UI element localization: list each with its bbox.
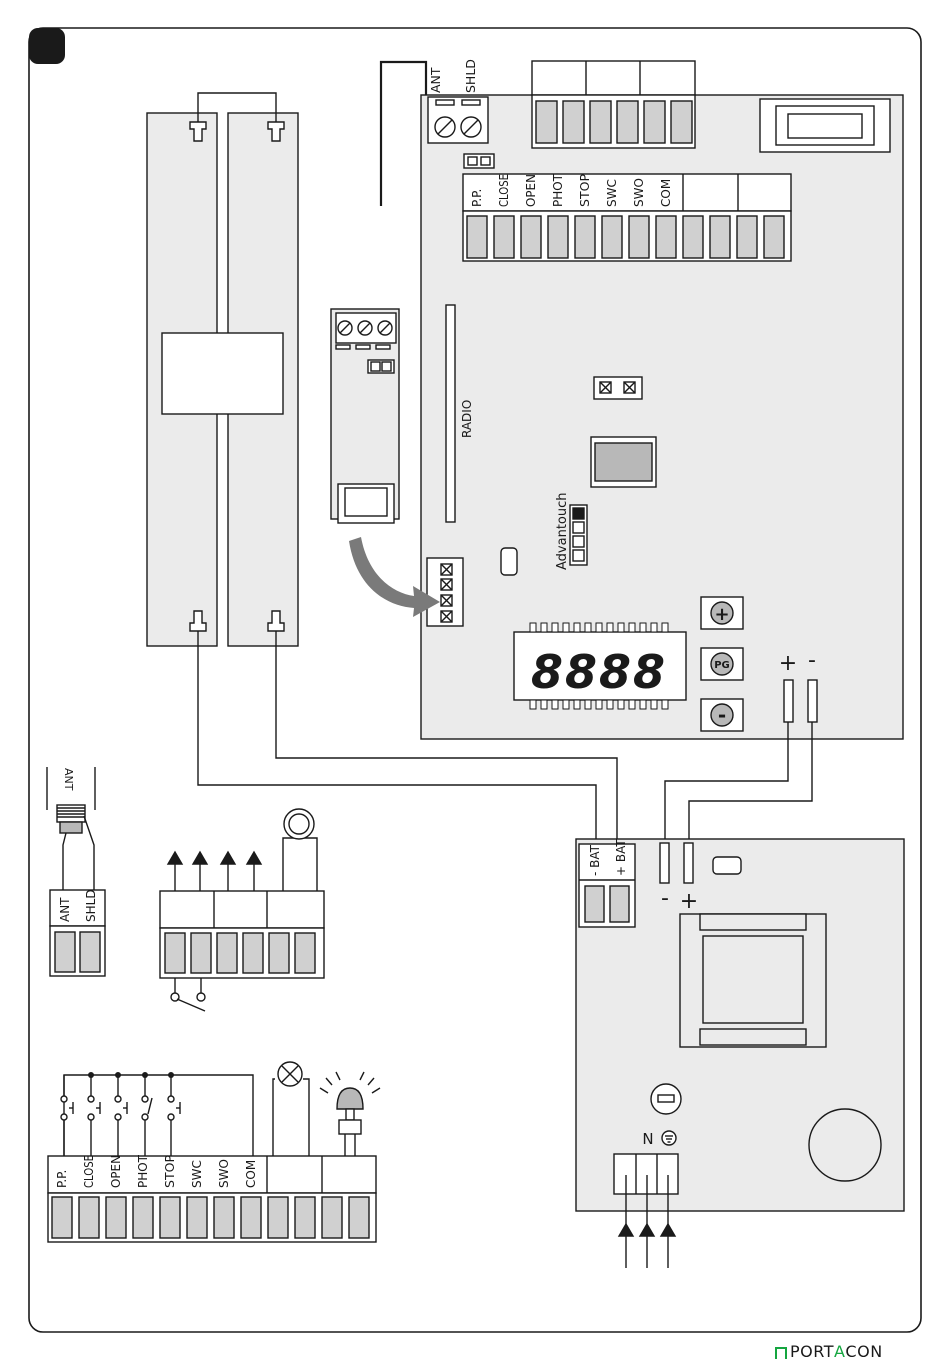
board-led bbox=[501, 548, 517, 575]
step-badge bbox=[29, 28, 65, 64]
label-board-polarity-minus: - bbox=[808, 648, 816, 673]
label-detail-in-2: OPEN bbox=[109, 1155, 123, 1188]
battery-charger-board bbox=[576, 839, 904, 1211]
label-board-in-7: COM bbox=[659, 179, 673, 207]
charger-led bbox=[713, 857, 741, 874]
label-board-polarity-plus: + bbox=[779, 651, 797, 676]
label-board-in-2: OPEN bbox=[524, 174, 538, 207]
label-detail-in-0: P.P. bbox=[55, 1170, 69, 1188]
board-plug-plus bbox=[784, 680, 793, 722]
label-detail-in-6: SWO bbox=[217, 1159, 231, 1188]
board-chip bbox=[591, 437, 656, 487]
label-detail-shld: SHLD bbox=[84, 889, 98, 922]
advantouch-jumper bbox=[570, 505, 587, 565]
label-charger-wire-minus: - bbox=[661, 886, 669, 911]
antenna-detail bbox=[47, 767, 105, 976]
charger-plug-plus bbox=[684, 843, 693, 883]
label-board-ant: ANT bbox=[428, 67, 443, 93]
plug-in-module bbox=[331, 309, 399, 523]
display-digits: 8888 bbox=[531, 645, 667, 699]
charger-transformer bbox=[680, 914, 826, 1047]
brand-mark-icon bbox=[775, 1347, 787, 1359]
label-charger-minus-bat: - BAT bbox=[588, 844, 602, 876]
board-component-top-right bbox=[760, 99, 890, 152]
label-board-in-6: SWO bbox=[632, 178, 646, 207]
flashing-light bbox=[320, 1072, 380, 1156]
label-charger-plus-bat: + BAT bbox=[614, 839, 628, 876]
label-btn-minus: - bbox=[718, 703, 726, 727]
label-radio: RADIO bbox=[460, 400, 474, 438]
label-board-in-3: PHOT bbox=[551, 173, 565, 207]
battery-strap bbox=[162, 333, 283, 414]
label-board-in-0: P.P. bbox=[470, 189, 484, 207]
label-mains-n: N bbox=[642, 1130, 653, 1148]
label-charger-wire-plus: + bbox=[680, 889, 698, 914]
label-btn-plus: + bbox=[714, 604, 729, 625]
board-plug-minus bbox=[808, 680, 817, 722]
label-board-in-1: CLOSE bbox=[497, 174, 511, 207]
antenna-wire bbox=[381, 62, 426, 206]
antenna-screw-terminal bbox=[428, 97, 488, 143]
label-detail-ant: ANT bbox=[58, 897, 72, 922]
label-btn-pg: PG bbox=[714, 660, 730, 671]
label-board-in-5: SWC bbox=[605, 179, 619, 207]
input-terminal-detail bbox=[48, 1062, 380, 1242]
charger-link-wires bbox=[665, 722, 812, 843]
label-detail-in-7: COM bbox=[244, 1160, 258, 1188]
battery-pack bbox=[147, 93, 298, 646]
main-control-board bbox=[421, 61, 903, 739]
radio-slot bbox=[446, 305, 455, 522]
label-detail-in-4: STOP bbox=[163, 1155, 177, 1188]
accessory-terminal-detail bbox=[160, 809, 324, 1011]
label-board-shld: SHLD bbox=[463, 59, 478, 93]
label-detail-in-3: PHOT bbox=[136, 1154, 150, 1188]
ground-symbol bbox=[662, 1131, 676, 1145]
brand-part1: PORT bbox=[790, 1342, 834, 1361]
brand-accent: A bbox=[834, 1342, 845, 1361]
label-antenna-cable: ANT bbox=[62, 768, 75, 791]
charger-capacitor bbox=[809, 1109, 881, 1181]
label-detail-in-1: CLOSE bbox=[82, 1155, 96, 1188]
battery-socket bbox=[427, 558, 463, 626]
brand-part2: CON bbox=[845, 1342, 882, 1361]
label-board-in-4: STOP bbox=[578, 174, 592, 207]
label-advantouch: Advantouch bbox=[555, 493, 570, 571]
charger-plug-minus bbox=[660, 843, 669, 883]
label-detail-in-5: SWC bbox=[190, 1160, 204, 1188]
board-input-terminal-block bbox=[463, 174, 791, 261]
top-connector bbox=[532, 61, 695, 148]
